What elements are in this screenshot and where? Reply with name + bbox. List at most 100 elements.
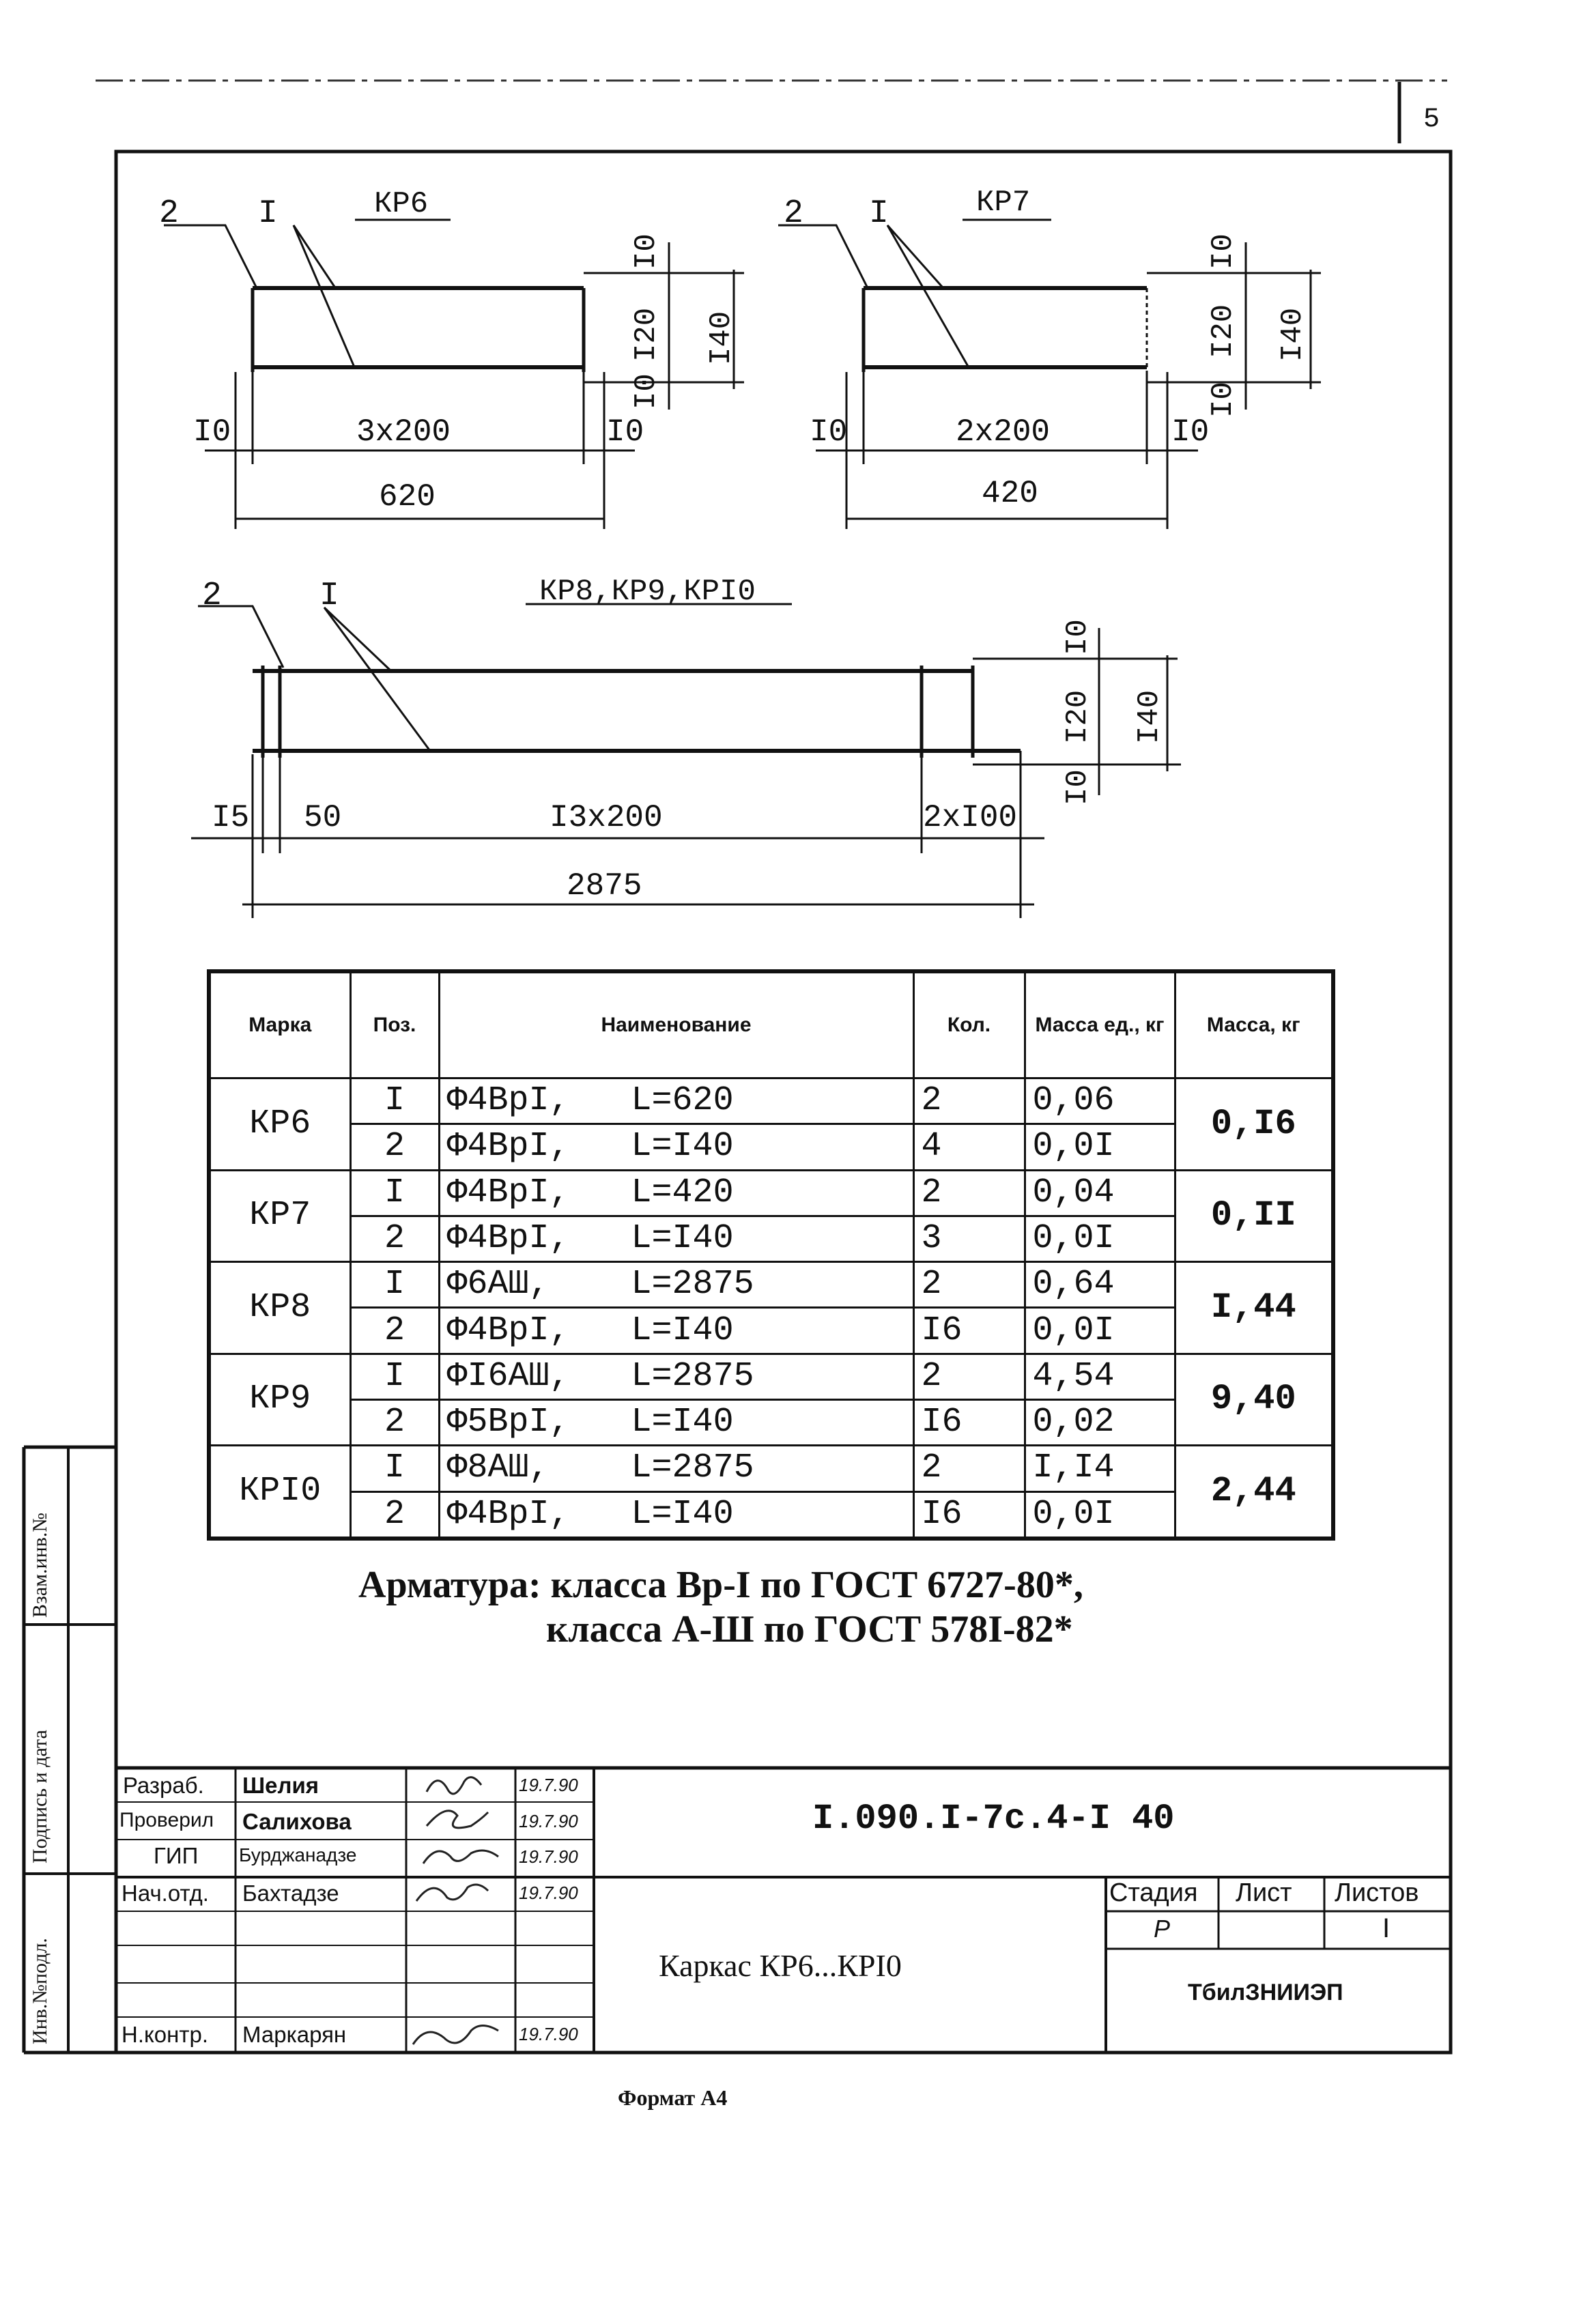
row-total-mass: I,44 xyxy=(1173,1261,1335,1355)
tb-sheets-label: Листов xyxy=(1335,1878,1419,1907)
row-mark: КР7 xyxy=(208,1169,352,1263)
row-qty: I6 xyxy=(912,1306,1026,1355)
kp7-callout-1: I xyxy=(869,195,889,232)
row-unit-mass: 0,64 xyxy=(1023,1261,1176,1309)
signature-marks xyxy=(412,1776,499,2045)
kp6-callout-1: I xyxy=(258,195,278,232)
kp8-callout-2: 2 xyxy=(202,577,222,614)
kp6-dim-spacing: 3x200 xyxy=(356,414,451,450)
kp8-dim-total: 2875 xyxy=(567,868,642,904)
tb-role-7: Н.контр. xyxy=(122,2022,209,2047)
table-row: 2 Ф4ВрI, L=I40 4 0,0I xyxy=(209,1123,1333,1171)
title-block-grid xyxy=(116,1766,1451,2053)
row-unit-mass: 0,0I xyxy=(1023,1490,1176,1540)
kp7-dim-left: I0 xyxy=(810,414,847,450)
row-unit-mass: I,I4 xyxy=(1023,1444,1176,1493)
row-name: Ф4ВрI, L=I40 xyxy=(438,1214,915,1263)
kp6-dim-v-bot: I0 xyxy=(629,373,664,410)
tb-date-3: 19.7.90 xyxy=(519,1846,578,1867)
tb-date-4: 19.7.90 xyxy=(519,1883,578,1903)
row-name: Ф6АШ, L=2875 xyxy=(438,1261,915,1309)
kp7-dim-v-top: I0 xyxy=(1206,233,1240,270)
row-unit-mass: 0,06 xyxy=(1023,1076,1176,1126)
row-qty: I6 xyxy=(912,1490,1026,1540)
row-unit-mass: 0,04 xyxy=(1023,1169,1176,1217)
row-name: Ф8АШ, L=2875 xyxy=(438,1444,915,1493)
table-row: КР7 I Ф4ВрI, L=420 2 0,04 0,II xyxy=(208,1169,1335,1263)
row-pos: 2 xyxy=(349,1123,440,1171)
kp6-dim-right: I0 xyxy=(606,414,644,450)
kp8-dim-v-mid: I20 xyxy=(1061,690,1095,744)
kp8-dim-spacing: I3x200 xyxy=(550,800,663,835)
kp8-dim-offset: 50 xyxy=(304,800,341,835)
side-stamp-vzam: Взам.инв.№ xyxy=(29,1512,51,1618)
row-name: Ф4ВрI, L=420 xyxy=(438,1169,915,1217)
tb-sheets-value: I xyxy=(1382,1913,1391,1943)
kp7-dim-v-total: I40 xyxy=(1276,308,1310,362)
row-pos: I xyxy=(349,1076,440,1126)
tb-org: ТбилЗНИИЭП xyxy=(1188,1980,1343,2005)
kp8-dim-right: 2xI00 xyxy=(923,800,1017,835)
row-name: Ф4ВрI, L=620 xyxy=(438,1076,915,1126)
format-label: Формат А4 xyxy=(618,2085,728,2110)
table-header-row: Марка Поз. Наименование Кол. Масса ед., … xyxy=(208,970,1335,1079)
table-row: КР8 I Ф6АШ, L=2875 2 0,64 I,44 xyxy=(208,1261,1335,1355)
row-unit-mass: 0,0I xyxy=(1023,1306,1176,1355)
row-name: Ф4ВрI, L=I40 xyxy=(438,1306,915,1355)
row-unit-mass: 0,0I xyxy=(1023,1123,1176,1171)
row-qty: 2 xyxy=(912,1076,1026,1126)
row-pos: I xyxy=(349,1169,440,1217)
row-qty: 2 xyxy=(912,1261,1026,1309)
drawing-kp7 xyxy=(778,218,1321,529)
kp8-dim-v-top: I0 xyxy=(1061,619,1095,655)
tb-date-1: 19.7.90 xyxy=(519,1775,578,1795)
row-unit-mass: 0,02 xyxy=(1023,1398,1176,1447)
tb-sheet-label: Лист xyxy=(1236,1878,1292,1907)
row-total-mass: 0,II xyxy=(1173,1169,1335,1263)
kp6-dim-v-mid: I20 xyxy=(629,308,664,362)
row-pos: 2 xyxy=(349,1306,440,1355)
note-line-1: Арматура: класса Вр-I по ГОСТ 6727-80*, xyxy=(358,1564,1083,1606)
row-mark: КР6 xyxy=(208,1077,352,1171)
row-qty: 4 xyxy=(912,1123,1026,1171)
kp6-dim-v-total: I40 xyxy=(704,311,739,365)
kp7-dim-spacing: 2x200 xyxy=(956,414,1050,450)
side-stamp-frame xyxy=(22,1445,116,2055)
row-unit-mass: 4,54 xyxy=(1023,1352,1176,1401)
side-stamp-podpis: Подпись и дата xyxy=(29,1730,51,1863)
row-unit-mass: 0,0I xyxy=(1023,1214,1176,1263)
row-total-mass: 9,40 xyxy=(1173,1352,1335,1447)
table-row: КРI0 I Ф8АШ, L=2875 2 I,I4 2,44 xyxy=(208,1444,1335,1540)
row-qty: 2 xyxy=(912,1352,1026,1401)
side-stamp-inv-podl: Инв.№подл. xyxy=(29,1938,51,2044)
row-name: Ф5ВрI, L=I40 xyxy=(438,1398,915,1447)
header-qty: Кол. xyxy=(912,970,1026,1079)
header-pos: Поз. xyxy=(349,970,440,1079)
kp6-dim-total: 620 xyxy=(379,479,436,515)
tb-name-2: Салихова xyxy=(242,1809,352,1834)
kp7-dim-right: I0 xyxy=(1171,414,1209,450)
row-mark: КР9 xyxy=(208,1352,352,1447)
row-name: Ф4ВрI, L=I40 xyxy=(438,1123,915,1171)
row-name: Ф4ВрI, L=I40 xyxy=(438,1490,915,1540)
kp7-callout-2: 2 xyxy=(784,195,803,232)
tb-name-3: Бурджанадзе xyxy=(239,1844,357,1866)
row-qty: 3 xyxy=(912,1214,1026,1263)
header-mark: Марка xyxy=(208,970,352,1079)
table-row: 2 Ф5ВрI, L=I40 I6 0,02 xyxy=(209,1398,1333,1447)
kp6-callout-2: 2 xyxy=(159,195,179,232)
kp8-dim-left: I5 xyxy=(212,800,249,835)
tb-name-1: Шелия xyxy=(242,1773,319,1798)
kp6-dim-left: I0 xyxy=(193,414,231,450)
tb-role-2: Проверил xyxy=(119,1809,214,1831)
table-row: КР6 I Ф4ВрI, L=620 2 0,06 0,I6 xyxy=(208,1076,1335,1171)
tb-role-3: ГИП xyxy=(154,1843,199,1868)
row-qty: I6 xyxy=(912,1398,1026,1447)
kp6-title: КР6 xyxy=(374,187,428,221)
kp7-dim-v-mid: I20 xyxy=(1206,304,1240,358)
note-line-2: класса А-Ш по ГОСТ 578I-82* xyxy=(546,1608,1073,1650)
row-pos: I xyxy=(349,1261,440,1309)
row-qty: 2 xyxy=(912,1169,1026,1217)
kp6-dim-v-top: I0 xyxy=(629,233,664,270)
kp8-title: КР8,КР9,КРI0 xyxy=(539,575,756,609)
